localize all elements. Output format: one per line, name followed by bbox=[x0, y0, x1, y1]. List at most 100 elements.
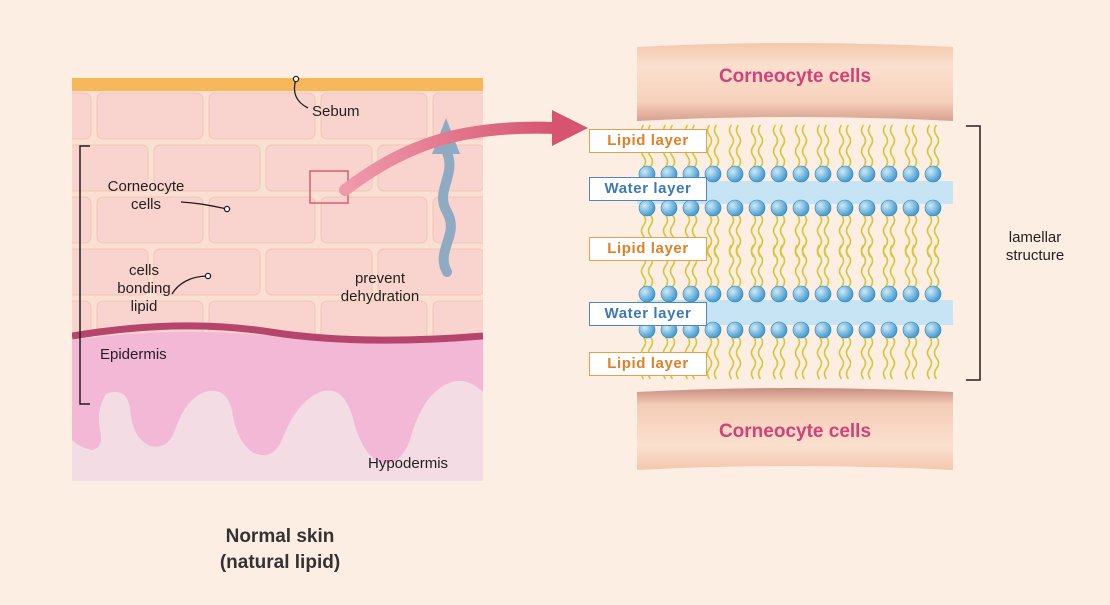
lipid-head bbox=[748, 165, 766, 183]
lipid-head bbox=[858, 165, 876, 183]
lipid-head bbox=[814, 285, 832, 303]
lipid-tail bbox=[867, 124, 874, 168]
sebum-layer bbox=[72, 78, 483, 91]
lipid-head bbox=[726, 199, 744, 217]
corneocyte-cell bbox=[72, 92, 92, 140]
lipid-tail bbox=[794, 336, 801, 380]
lipid-tail bbox=[867, 244, 874, 288]
lipid-tail bbox=[933, 244, 940, 288]
figure-caption: Normal skin (natural lipid) bbox=[150, 524, 410, 576]
lipid-layer-tag-1: Lipid layer bbox=[589, 129, 707, 153]
hypodermis-label: Hypodermis bbox=[368, 455, 449, 472]
lipid-tail bbox=[728, 336, 735, 380]
lipid-head bbox=[836, 285, 854, 303]
corneocyte-cell bbox=[208, 92, 316, 140]
epidermis-label: Epidermis bbox=[100, 346, 167, 363]
lipid-tail bbox=[728, 244, 735, 288]
lipid-head bbox=[748, 199, 766, 217]
corneocyte-cell-grid bbox=[72, 92, 483, 348]
lipid-head bbox=[792, 165, 810, 183]
lipid-tail bbox=[816, 336, 823, 380]
lipid-tail bbox=[911, 124, 918, 168]
lipid-head bbox=[770, 321, 788, 339]
lipid-tail bbox=[779, 124, 786, 168]
lipid-head bbox=[660, 199, 678, 217]
lipid-head bbox=[792, 321, 810, 339]
corneocyte-cell bbox=[72, 144, 149, 192]
lipid-tail bbox=[904, 244, 911, 288]
corneocyte-label: Corneocyte cells bbox=[107, 178, 185, 213]
lipid-tail bbox=[713, 336, 720, 380]
lipid-tail bbox=[911, 336, 918, 380]
lipid-tail bbox=[882, 336, 889, 380]
lipid-head bbox=[880, 285, 898, 303]
caption-line-2: (natural lipid) bbox=[219, 552, 341, 573]
lipid-layer-tag-3: Lipid layer bbox=[589, 352, 707, 376]
lipid-tail bbox=[911, 244, 918, 288]
lipid-tail bbox=[816, 124, 823, 168]
corneocyte-cell bbox=[153, 248, 261, 296]
lipid-head bbox=[660, 285, 678, 303]
lipid-tail bbox=[713, 244, 720, 288]
lipid-tail bbox=[845, 124, 852, 168]
lipid-head bbox=[924, 285, 942, 303]
epidermis-band bbox=[72, 322, 483, 344]
lipid-head bbox=[748, 285, 766, 303]
lipid-tail bbox=[779, 244, 786, 288]
lipid-head bbox=[726, 165, 744, 183]
lipid-head bbox=[836, 199, 854, 217]
zoom-arrow-head bbox=[552, 110, 588, 146]
lipid-tail bbox=[772, 336, 779, 380]
water-band-1 bbox=[637, 181, 953, 204]
lipid-tail bbox=[779, 336, 786, 380]
lipid-head bbox=[836, 321, 854, 339]
lipid-tail bbox=[889, 336, 896, 380]
dehydration-arrow-shaft bbox=[438, 145, 456, 277]
lipid-tail bbox=[860, 244, 867, 288]
lipid-tail bbox=[706, 336, 713, 380]
left-bracket bbox=[79, 145, 90, 405]
lipid-tail bbox=[706, 124, 713, 168]
lipid-tail bbox=[735, 244, 742, 288]
corneocyte-cell bbox=[208, 196, 316, 244]
lipid-tail bbox=[838, 244, 845, 288]
lipid-tail bbox=[750, 336, 757, 380]
lipid-head bbox=[638, 199, 656, 217]
corneocyte-cell bbox=[96, 92, 204, 140]
lipid-tail bbox=[816, 244, 823, 288]
sebum-leader bbox=[293, 78, 309, 109]
corneocyte-cell bbox=[320, 196, 428, 244]
corneocyte-cell bbox=[96, 196, 204, 244]
corneocyte-cell bbox=[265, 248, 373, 296]
lipid-tail bbox=[728, 124, 735, 168]
lipid-tail bbox=[882, 244, 889, 288]
lipid-tail bbox=[860, 124, 867, 168]
caption-line-1: Normal skin bbox=[225, 526, 335, 547]
lipid-head bbox=[814, 321, 832, 339]
corneocyte-cell bbox=[320, 92, 428, 140]
lipid-head bbox=[858, 321, 876, 339]
lipid-tail bbox=[867, 336, 874, 380]
lipid-tail bbox=[838, 336, 845, 380]
lipid-tail bbox=[823, 244, 830, 288]
lipid-leader bbox=[171, 275, 209, 295]
lipid-head bbox=[902, 321, 920, 339]
lipid-head bbox=[638, 285, 656, 303]
lipid-tail bbox=[801, 124, 808, 168]
lipid-head bbox=[726, 321, 744, 339]
lipid-tail bbox=[772, 244, 779, 288]
lipid-head bbox=[704, 165, 722, 183]
lipid-tail bbox=[772, 124, 779, 168]
lipid-tail bbox=[838, 124, 845, 168]
sebum-label: Sebum bbox=[312, 103, 360, 120]
lipid-tail bbox=[926, 124, 933, 168]
lipid-tail bbox=[801, 336, 808, 380]
lamellar-structure-label: lamellar structure bbox=[1005, 229, 1065, 264]
water-layer-tag-2: Water layer bbox=[589, 302, 707, 326]
lipid-tail bbox=[933, 124, 940, 168]
lipid-head bbox=[770, 285, 788, 303]
corneocyte-leader bbox=[180, 201, 228, 210]
lipid-tail bbox=[882, 124, 889, 168]
